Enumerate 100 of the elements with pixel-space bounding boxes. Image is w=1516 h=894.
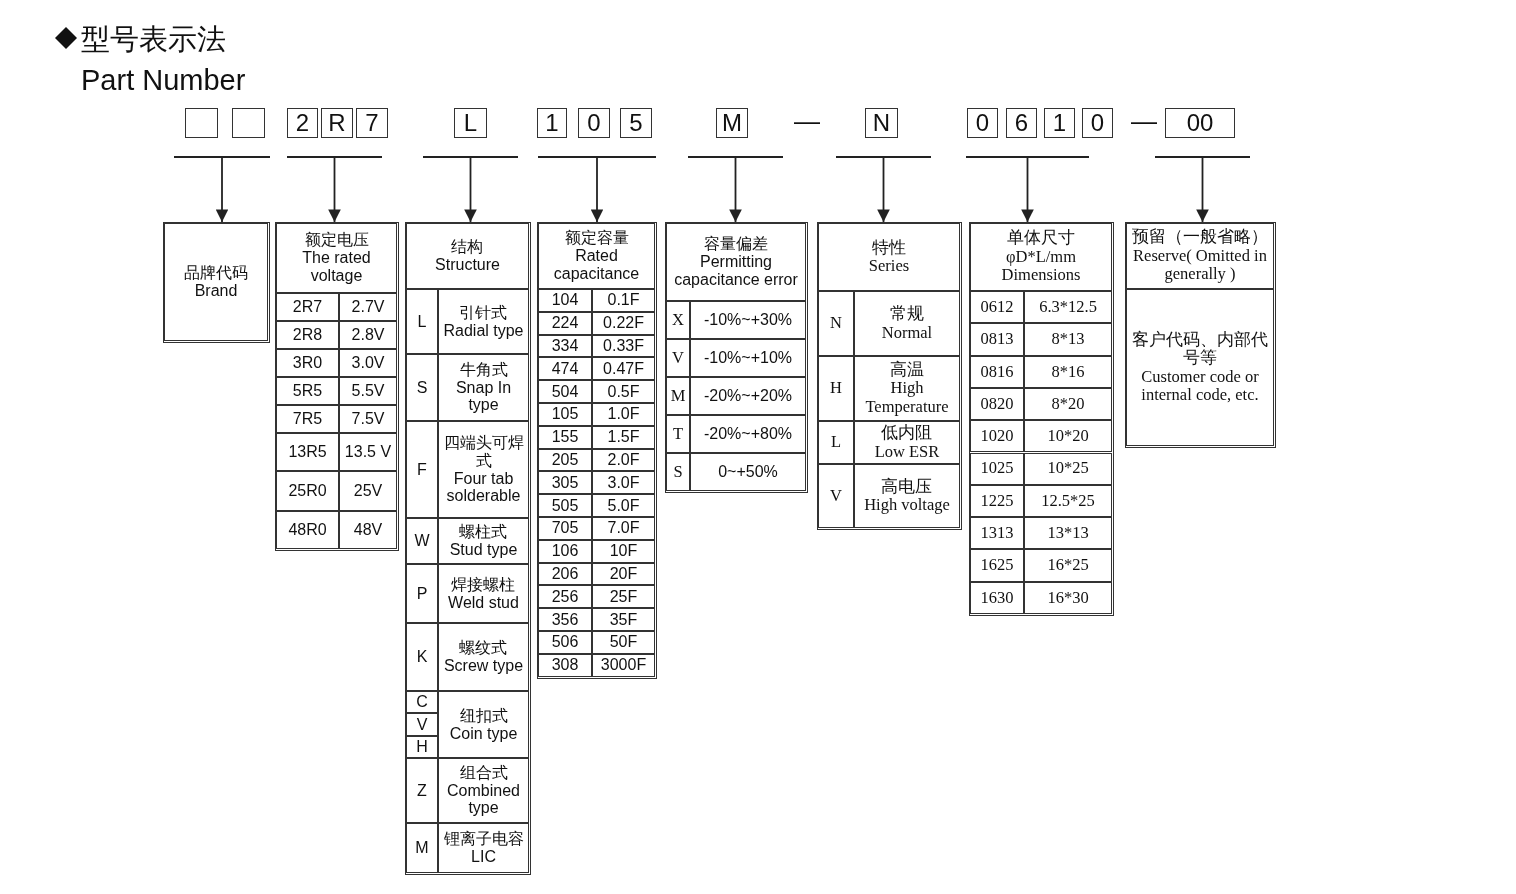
table-cell: 1630 (970, 581, 1024, 614)
bracket-line (966, 156, 1089, 158)
table-cell: X (666, 301, 690, 339)
table-cell: 1020 (970, 420, 1024, 453)
table-cell: 8*13 (1024, 323, 1112, 356)
table-cell: L (818, 421, 854, 464)
character-box (232, 108, 265, 138)
table-cell: 牛角式 Snap In type (438, 354, 529, 421)
table-header: 额定容量 Rated capacitance (538, 223, 655, 289)
table-cell: 0.5F (592, 380, 655, 403)
table-cell: 206 (538, 562, 592, 586)
subtitle: Part Number (81, 64, 246, 97)
code-table (817, 222, 962, 530)
arrow (1021, 157, 1034, 223)
table-cell: 1.0F (592, 403, 655, 426)
table-cell: 螺纹式 Screw type (438, 623, 529, 691)
bracket-line (836, 156, 931, 158)
code-table (405, 222, 531, 875)
table-cell: 5.5V (339, 377, 397, 405)
table-cell: 50F (592, 631, 655, 654)
bracket-line (423, 156, 518, 158)
table-cell: 组合式 Combined type (438, 758, 529, 823)
table-cell: 105 (538, 403, 592, 426)
table-cell: F (406, 421, 438, 518)
arrow (729, 157, 742, 223)
table-cell: 0820 (970, 387, 1024, 421)
table-cell: 16*30 (1024, 581, 1112, 614)
character-box: 0 (578, 108, 610, 138)
table-cell: 505 (538, 494, 592, 517)
table-cell: 纽扣式 Coin type (438, 691, 529, 758)
table-cell: 0.1F (592, 289, 655, 312)
bracket-line (538, 156, 656, 158)
character-box: 0 (1082, 108, 1113, 138)
table-cell: 四端头可焊式 Four tab solderable (438, 421, 529, 518)
table-cell: 6.3*12.5 (1024, 291, 1112, 324)
character-box: L (454, 108, 487, 138)
arrow (590, 157, 604, 223)
table-cell: 0~+50% (690, 453, 806, 491)
table-cell: M (666, 377, 690, 415)
character-box: R (321, 108, 353, 138)
bracket-line (287, 156, 382, 158)
table-cell: 1.5F (592, 425, 655, 449)
table-cell: 10*20 (1024, 420, 1112, 453)
arrow (215, 157, 229, 223)
table-cell: 2R8 (276, 321, 339, 349)
table-cell: 3000F (592, 653, 655, 677)
bracket-line (688, 156, 783, 158)
table-cell: 1025 (970, 452, 1024, 485)
character-box: N (865, 108, 898, 138)
page-title: 型号表示法 (81, 21, 226, 58)
table-cell: 48R0 (276, 511, 339, 549)
table-cell: 1225 (970, 484, 1024, 518)
table-cell: 2.0F (592, 448, 655, 472)
table-cell: C (406, 691, 438, 714)
table-cell: 13*13 (1024, 517, 1112, 550)
table-cell: 224 (538, 311, 592, 335)
code-table (275, 222, 399, 551)
table-cell: 7.5V (339, 405, 397, 433)
table-cell: 2R7 (276, 293, 339, 321)
table-header: 额定电压 The rated voltage (276, 223, 397, 293)
table-cell: S (666, 453, 690, 491)
table-cell: H (406, 735, 438, 758)
table-cell: P (406, 564, 438, 623)
bracket-line (1155, 156, 1250, 158)
table-cell: Z (406, 758, 438, 823)
table-cell: W (406, 518, 438, 564)
table-cell: 螺柱式 Stud type (438, 518, 529, 564)
table-cell: S (406, 354, 438, 421)
table-cell: 356 (538, 608, 592, 631)
dash-text: — (794, 106, 820, 137)
table-cell: 12.5*25 (1024, 484, 1112, 518)
table-cell: 106 (538, 539, 592, 563)
table-cell: M (406, 823, 438, 873)
table-cell: 焊接螺柱 Weld stud (438, 564, 529, 623)
table-cell: 0816 (970, 355, 1024, 388)
table-cell: 低内阻 Low ESR (854, 421, 960, 464)
table-cell: 8*20 (1024, 387, 1112, 421)
table-cell: 705 (538, 517, 592, 540)
code-table (969, 222, 1114, 616)
arrow (464, 157, 477, 223)
table-cell: 客户代码、内部代号等 Customer code or internal code, etc. (1126, 289, 1274, 446)
table-cell: 3.0F (592, 471, 655, 495)
table-cell: 104 (538, 289, 592, 312)
table-cell: 334 (538, 334, 592, 358)
table-cell: V (818, 464, 854, 528)
dash-text: — (1131, 106, 1157, 137)
table-cell: 0813 (970, 323, 1024, 356)
table-cell: V (406, 713, 438, 736)
table-cell: 3R0 (276, 349, 339, 377)
table-cell: K (406, 623, 438, 691)
character-box: 7 (356, 108, 388, 138)
table-cell: 16*25 (1024, 549, 1112, 582)
table-cell: 13.5 V (339, 433, 397, 471)
table-cell: 474 (538, 357, 592, 381)
table-cell: 205 (538, 448, 592, 472)
table-cell: 25F (592, 585, 655, 609)
table-cell: T (666, 415, 690, 453)
table-cell: -20%~+20% (690, 377, 806, 415)
table-cell: 0.22F (592, 311, 655, 335)
bracket-line (174, 156, 270, 158)
